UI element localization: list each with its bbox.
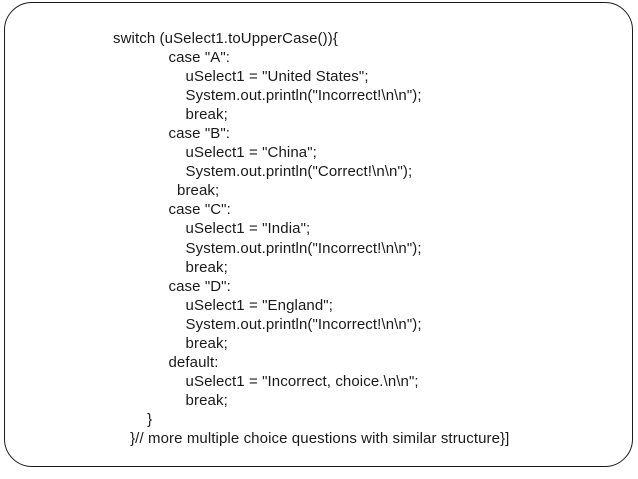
slide-frame: switch (uSelect1.toUpperCase()){ case "A… <box>4 2 633 467</box>
code-block: switch (uSelect1.toUpperCase()){ case "A… <box>113 30 510 447</box>
